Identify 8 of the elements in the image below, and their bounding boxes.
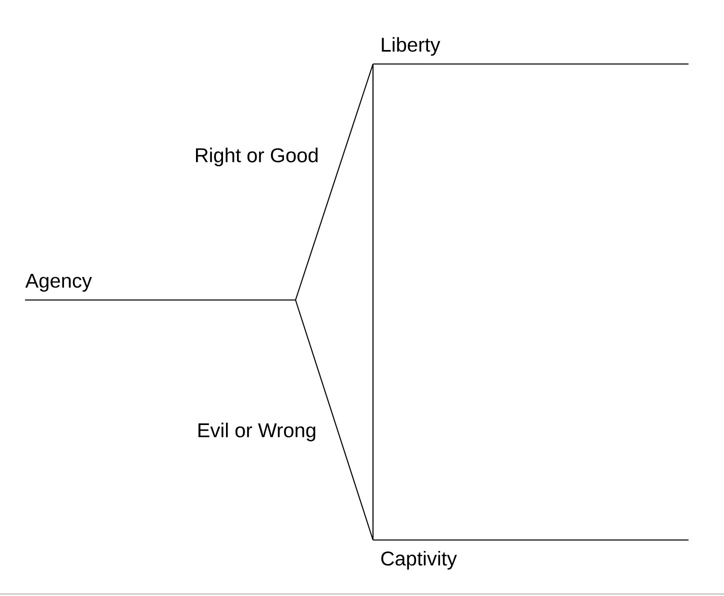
edge-label: Evil or Wrong (198, 422, 316, 442)
line-label: Liberty (373, 37, 689, 65)
line-label: Agency (25, 274, 296, 301)
line (295, 64, 374, 300)
line (372, 64, 374, 540)
line-label: Captivity (373, 539, 689, 570)
edge-label: Right or Good (196, 148, 318, 166)
line (295, 300, 374, 540)
